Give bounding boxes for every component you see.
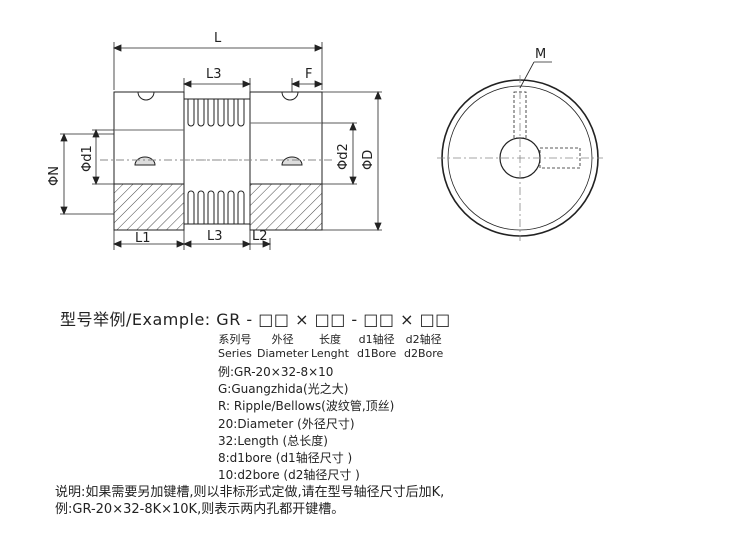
sample-line: 8:d1bore (d1轴径尺寸 ) (218, 451, 353, 466)
dim-label-L3-bottom: L3 (207, 229, 223, 244)
dim-label-L2: L2 (252, 229, 268, 244)
dim-label-D: ΦD (361, 150, 376, 170)
bellows (184, 98, 250, 225)
sample-explanation: 例:GR-20×32-8×10 G:Guangzhida(光之大) R: Rip… (218, 364, 394, 484)
note-line: 说明:如果需要另加键槽,则以非标形式定做,请在型号轴径尺寸后加K, (55, 485, 445, 500)
caption-series: 系列号 Series (218, 333, 252, 361)
end-view (437, 61, 603, 241)
caption-d1bore: d1轴径 d1Bore (357, 333, 396, 361)
example-label: 型号举例/Example: (60, 310, 211, 329)
sample-line: R: Ripple/Bellows(波纹管,顶丝) (218, 399, 395, 414)
dim-label-M: M (535, 47, 546, 62)
caption-d2bore: d2轴径 d2Bore (404, 333, 443, 361)
caption-diameter: 外径 Diameter (257, 333, 308, 361)
side-view (100, 91, 335, 231)
set-screw-mid-right (281, 156, 303, 166)
coupling-technical-drawing: L L3 F Φd1 ΦN Φd2 ΦD L1 L3 L2 M (47, 31, 603, 250)
dim-label-L: L (214, 31, 222, 46)
caption-d2bore-en: d2Bore (404, 347, 444, 360)
caption-d1bore-en: d1Bore (357, 347, 397, 360)
caption-diameter-en: Diameter (257, 347, 309, 360)
sample-line: 10:d2bore (d2轴径尺寸 ) (218, 468, 360, 483)
dim-label-N: ΦN (47, 166, 62, 186)
sample-line: 32:Length (总长度) (218, 433, 328, 448)
sample-line: 例:GR-20×32-8×10 (218, 365, 334, 379)
caption-d2bore-cn: d2轴径 (405, 333, 442, 346)
right-hub-section (249, 183, 323, 231)
caption-length-cn: 长度 (318, 333, 341, 346)
note-line: 例:GR-20×32-8K×10K,则表示两内孔都开键槽。 (55, 502, 345, 517)
set-screw-mid-left (134, 156, 156, 166)
example-model-line: 型号举例/Example: GR - □□ × □□ - □□ × □□ (60, 306, 451, 330)
caption-diameter-cn: 外径 (271, 333, 294, 346)
caption-series-en: Series (218, 347, 252, 360)
dimension-lines (60, 42, 382, 250)
caption-length: 长度 Lenght (311, 333, 349, 361)
dim-label-d2: Φd2 (336, 143, 351, 170)
keyway-note: 说明:如果需要另加键槽,则以非标形式定做,请在型号轴径尺寸后加K, 例:GR-2… (55, 484, 444, 518)
dim-label-L1: L1 (135, 231, 151, 246)
set-screw-top-left (137, 91, 155, 101)
left-hub-section (113, 183, 185, 231)
dim-label-L3-top: L3 (206, 67, 222, 82)
example-code: GR - □□ × □□ - □□ × □□ (216, 310, 451, 329)
set-screw-top-right (281, 91, 299, 101)
caption-series-cn: 系列号 (218, 333, 252, 346)
dim-label-d1: Φd1 (80, 145, 95, 172)
caption-length-en: Lenght (311, 347, 349, 360)
caption-d1bore-cn: d1轴径 (358, 333, 395, 346)
sample-line: 20:Diameter (外径尺寸) (218, 416, 355, 431)
dim-label-F: F (305, 67, 312, 82)
sample-line: G:Guangzhida(光之大) (218, 382, 349, 397)
